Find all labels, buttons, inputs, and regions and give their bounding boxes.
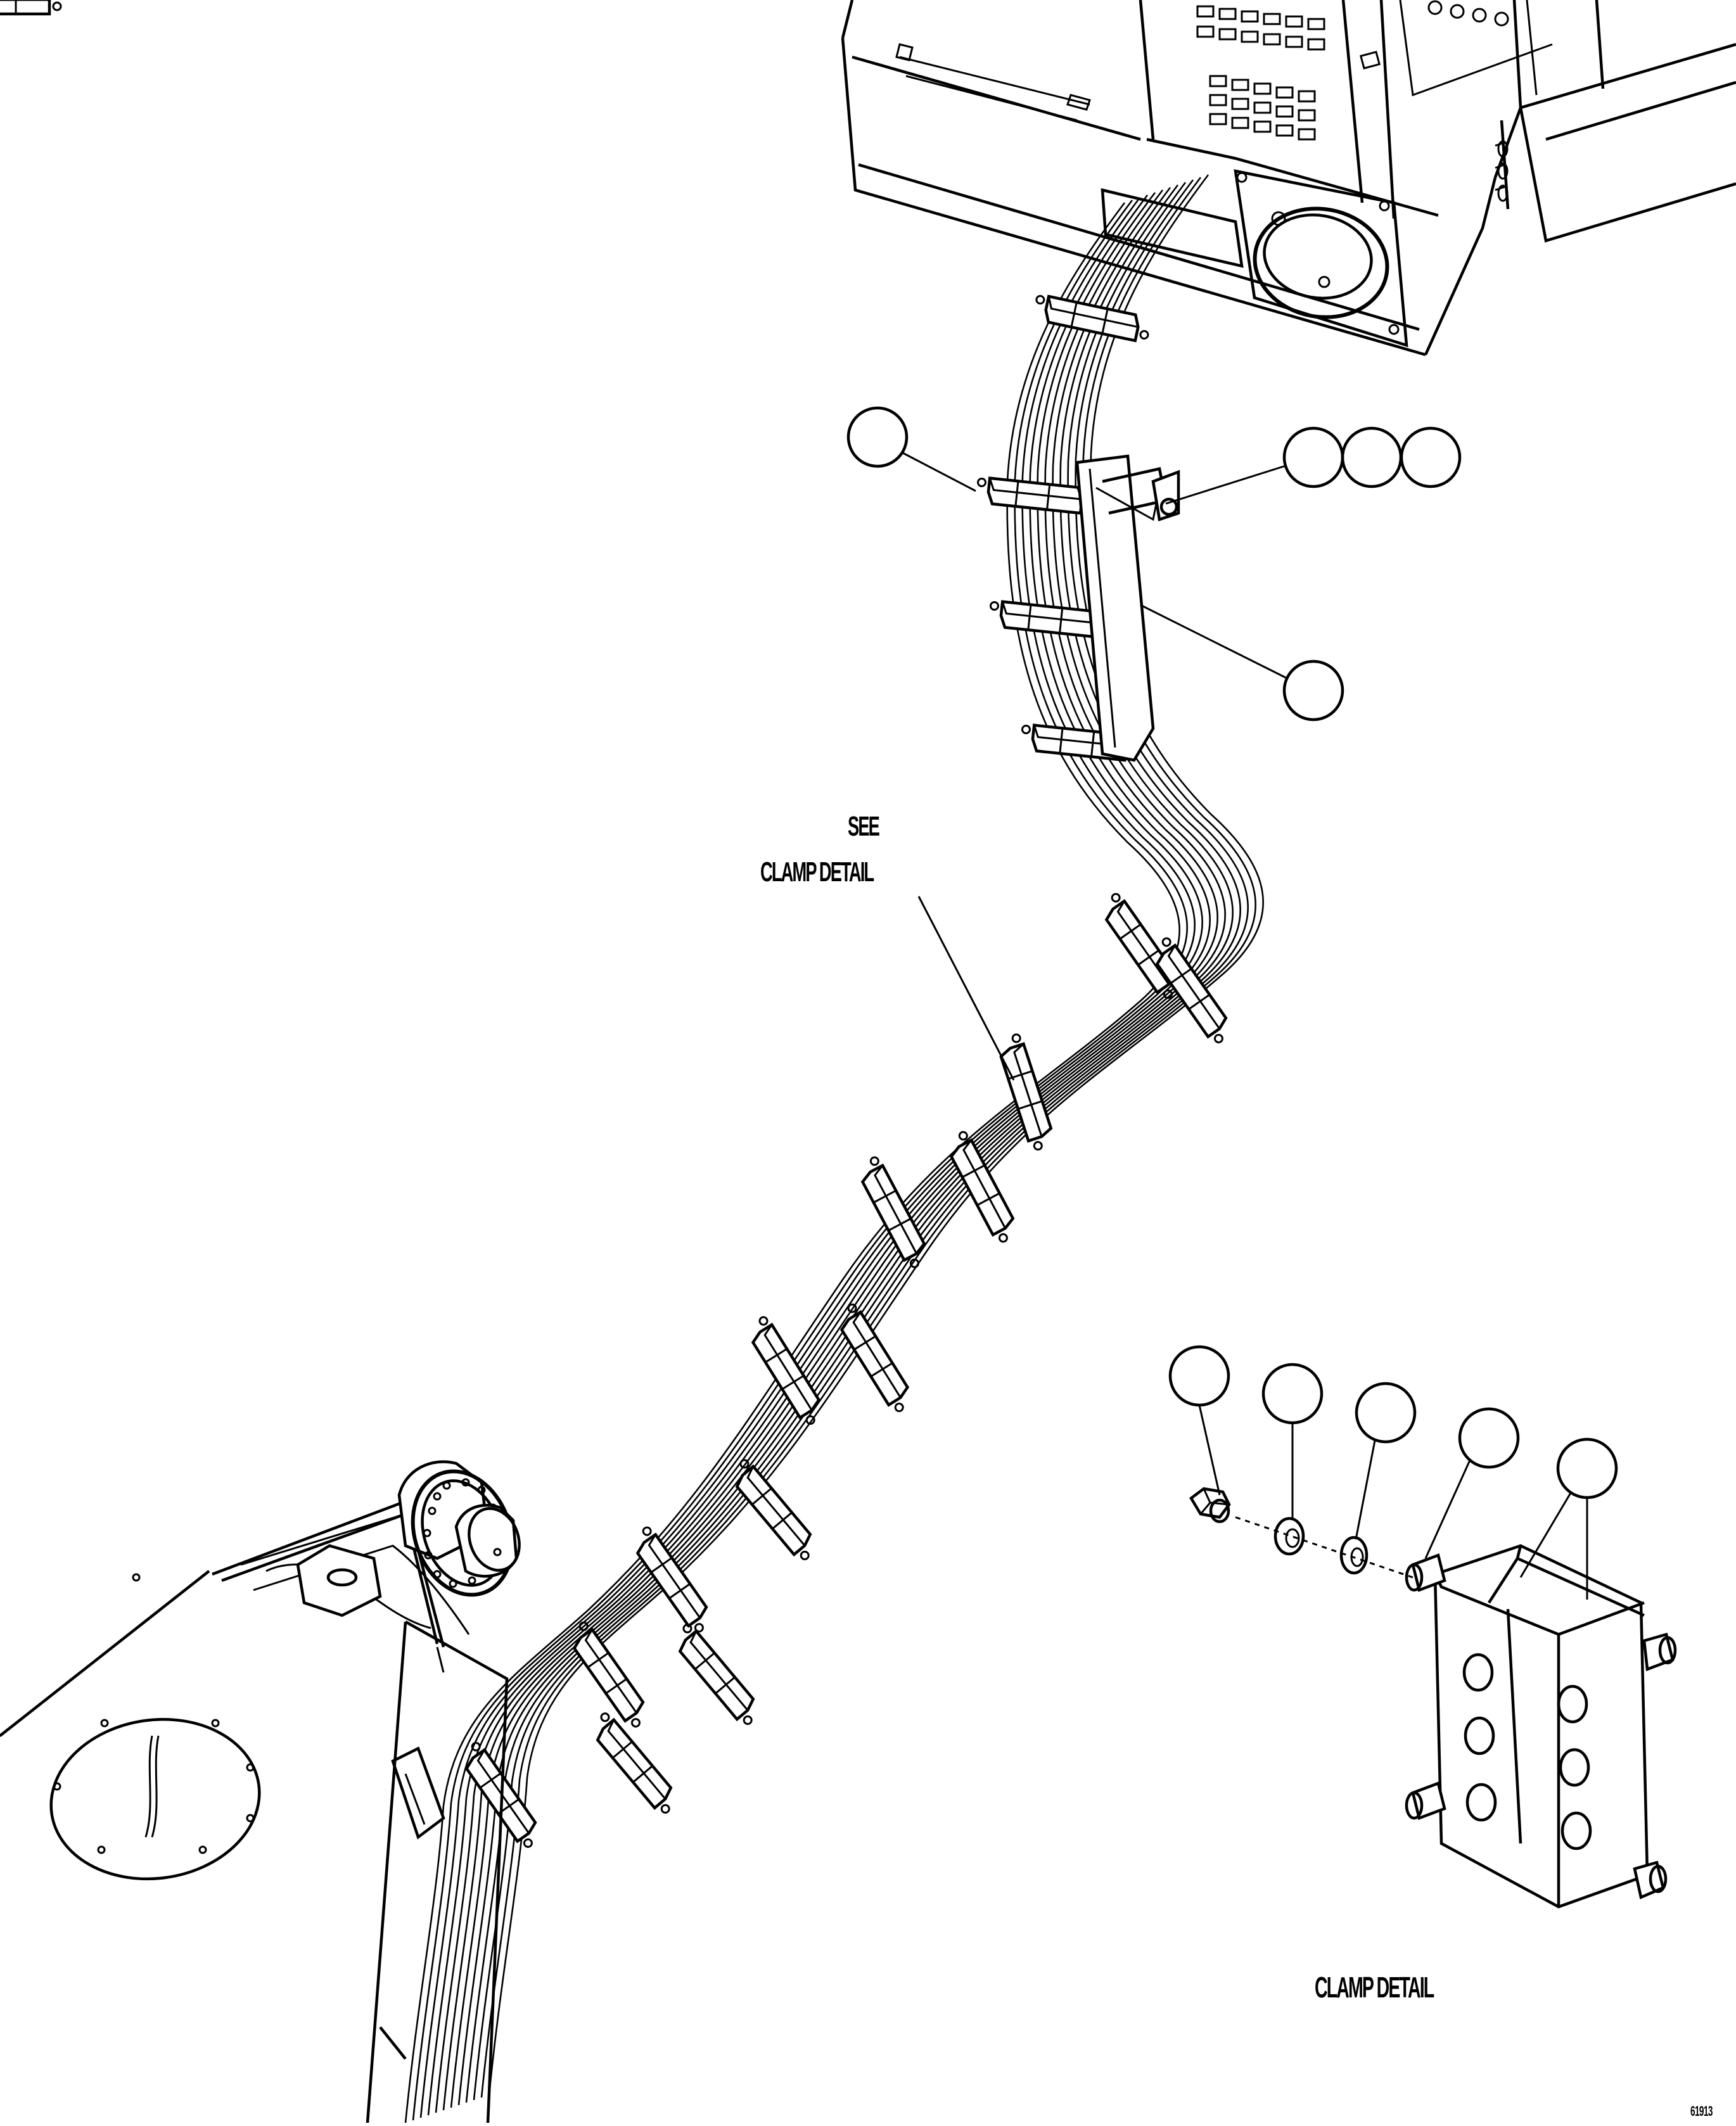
see-label: SEE bbox=[848, 811, 880, 842]
cable-bundle bbox=[404, 174, 1264, 2123]
base-housing bbox=[0, 1460, 521, 2123]
drawing-code: 61913 bbox=[1690, 2103, 1713, 2119]
clamp-detail-reference-label: CLAMP DETAIL bbox=[760, 856, 874, 888]
support-bracket bbox=[1075, 454, 1180, 762]
clamp-detail-title: CLAMP DETAIL bbox=[1315, 1971, 1434, 2004]
control-cabinet bbox=[841, 0, 1736, 357]
callout-balloons bbox=[0, 406, 1618, 1738]
clamp-detail-view bbox=[1189, 1487, 1677, 1909]
cable-clamps bbox=[0, 0, 1235, 1850]
